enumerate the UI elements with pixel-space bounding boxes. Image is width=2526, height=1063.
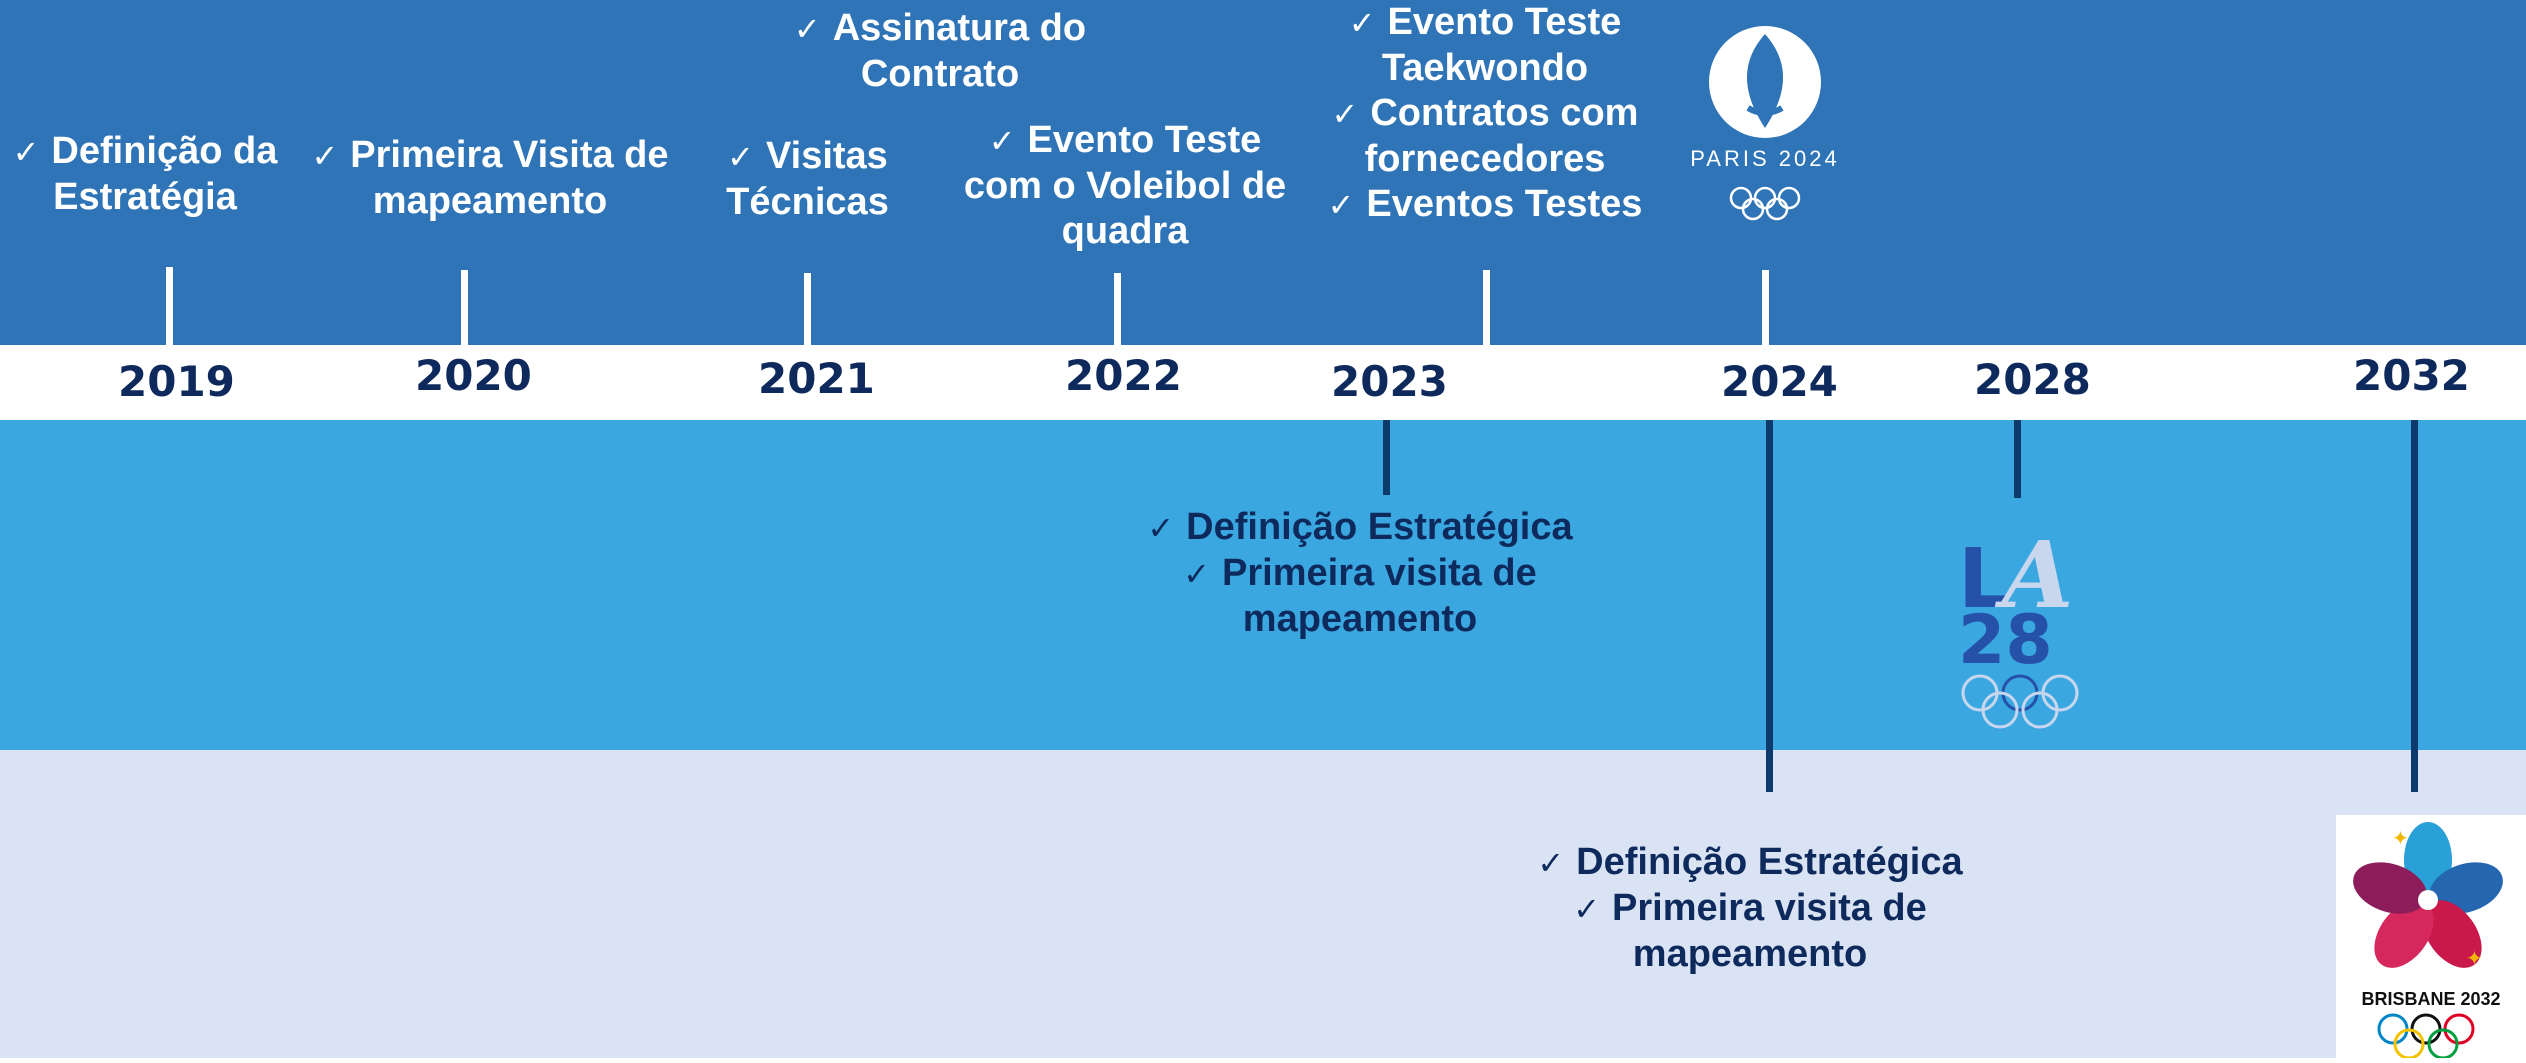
milestone-la28: ✓ Definição Estratégica ✓ Primeira visita …: [1120, 505, 1600, 642]
paris-2024-logo: PARIS 2024: [1670, 20, 1860, 230]
tick-2021: [804, 273, 811, 345]
svg-text:28: 28: [1958, 601, 2053, 680]
year-2020: 2020: [415, 351, 532, 400]
milestone-text: Primeira visita de mapeamento: [1612, 887, 1927, 975]
svg-text:A: A: [1994, 521, 2073, 629]
milestone-text: Evento Teste Taekwondo: [1381, 1, 1622, 89]
year-2019: 2019: [118, 357, 235, 406]
milestone-2020: ✓ Primeira Visita de mapeamento: [305, 133, 675, 224]
tick-2020: [461, 270, 468, 345]
milestone-2021-contract: ✓ Assinatura do Contrato: [760, 6, 1120, 97]
milestone-text: Primeira Visita de mapeamento: [350, 134, 669, 222]
check-icon: ✓: [1183, 555, 1211, 593]
milestone-2023: ✓Evento Teste Taekwondo ✓Contratos com f…: [1300, 0, 1670, 228]
tick-2024-down: [1766, 420, 1773, 792]
check-icon: ✓: [311, 137, 339, 175]
check-icon: ✓: [1573, 890, 1601, 928]
milestone-text: Definição da Estratégia: [51, 130, 278, 218]
year-2022: 2022: [1065, 351, 1182, 400]
check-icon: ✓: [988, 122, 1016, 160]
check-icon: ✓: [12, 133, 40, 171]
paris-flame-icon: PARIS 2024: [1690, 26, 1839, 221]
milestone-text: Contratos com fornecedores: [1364, 92, 1639, 180]
tick-2032-down: [2411, 420, 2418, 792]
check-icon: ✓: [1348, 4, 1376, 42]
timeline-bottom-band: [0, 750, 2526, 1058]
check-icon: ✓: [1147, 509, 1175, 547]
tick-2023-down: [1383, 420, 1390, 495]
timeline-year-band: [0, 345, 2526, 420]
timeline-middle-band: [0, 420, 2526, 750]
timeline-top-band: [0, 0, 2526, 345]
check-icon: ✓: [727, 138, 754, 176]
paris-logo-text: PARIS 2024: [1690, 146, 1839, 171]
la28-logo: L A 28: [1950, 515, 2090, 730]
milestone-2021: ✓Visitas Técnicas: [700, 134, 915, 225]
milestone-text: Definição Estratégica: [1576, 841, 1963, 883]
svg-text:L: L: [1958, 532, 2010, 627]
milestone-text: Primeira visita de mapeamento: [1222, 552, 1537, 640]
check-icon: ✓: [793, 10, 821, 48]
year-2032: 2032: [2353, 351, 2470, 400]
svg-text:✦: ✦: [2392, 826, 2409, 850]
year-2023: 2023: [1331, 357, 1448, 406]
year-2021: 2021: [758, 354, 875, 403]
milestone-brisbane2032: ✓ Definição Estratégica ✓ Primeira visita …: [1510, 840, 1990, 977]
tick-2022: [1114, 273, 1121, 345]
year-2028: 2028: [1974, 355, 2091, 404]
check-icon: ✓: [1537, 844, 1565, 882]
check-icon: ✓: [1327, 186, 1355, 224]
brisbane-logo-text: BRISBANE 2032: [2361, 989, 2500, 1009]
milestone-text: Eventos Testes: [1366, 183, 1643, 225]
milestone-text: Visitas Técnicas: [726, 135, 889, 223]
milestone-text: Definição Estratégica: [1186, 506, 1573, 548]
svg-text:✦: ✦: [2466, 946, 2483, 970]
milestone-2022: ✓Evento Teste com o Voleibol de quadra: [960, 118, 1290, 254]
check-icon: ✓: [1331, 95, 1359, 133]
tick-2024: [1762, 270, 1769, 345]
year-2024: 2024: [1721, 357, 1838, 406]
tick-2019: [166, 267, 173, 345]
brisbane-2032-logo: ✦ ✦ BRISBANE 2032: [2336, 815, 2526, 1060]
tick-2023: [1483, 270, 1490, 345]
tick-2028-down: [2014, 420, 2021, 498]
milestone-text: Assinatura do Contrato: [832, 7, 1087, 95]
milestone-2019: ✓ Definição da Estratégia: [5, 129, 285, 220]
milestone-text: Evento Teste com o Voleibol de quadra: [963, 119, 1287, 252]
